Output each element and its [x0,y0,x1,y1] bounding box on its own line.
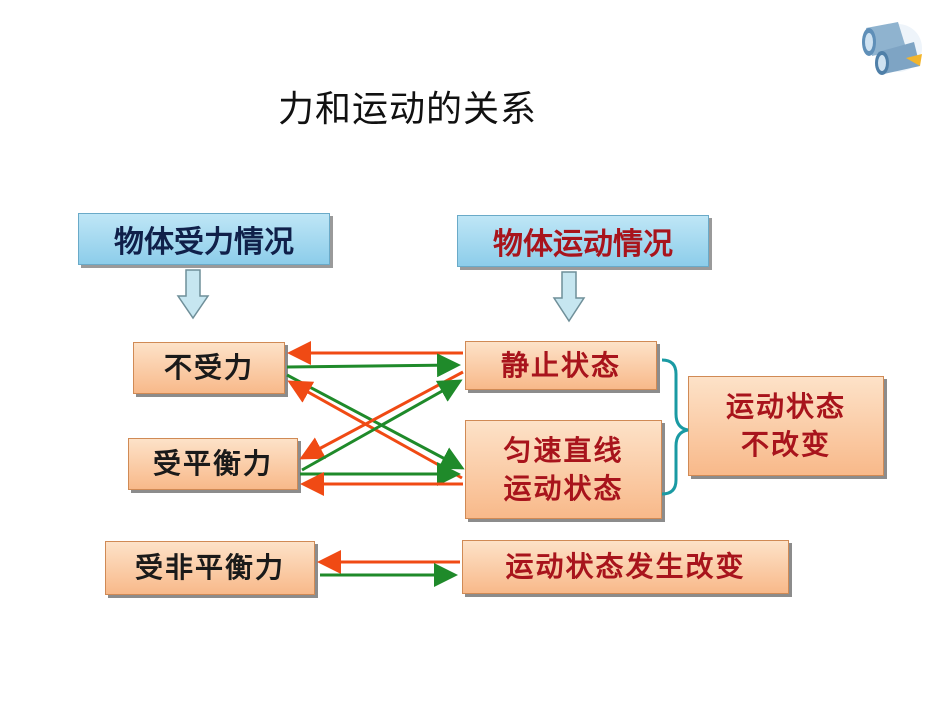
no-force-box: 不受力 [133,342,285,394]
arrow-no-force-to-rest [286,353,461,378]
rest-state-label: 静止状态 [500,348,621,382]
unbalanced-force-label: 受非平衡力 [134,551,285,585]
arrow-balanced-to-rest [301,379,463,472]
motion-unchanged-label-line2: 不改变 [740,428,831,461]
balanced-force-label: 受平衡力 [152,447,273,481]
page-title: 力和运动的关系 [278,89,538,130]
motion-changed-label: 运动状态发生改变 [505,550,746,584]
binoculars-icon [862,22,922,75]
down-arrow-motion [552,271,586,323]
balanced-force-box: 受平衡力 [128,438,298,490]
force-condition-header: 物体受力情况 [78,213,330,265]
motion-condition-header: 物体运动情况 [457,215,709,267]
rest-state-box: 静止状态 [465,341,657,390]
no-force-label: 不受力 [163,351,254,385]
motion-unchanged-label-line1: 运动状态 [725,390,846,424]
down-arrow-force [176,269,210,320]
uniform-motion-label-line1: 匀速直线 [503,433,624,467]
arrow-rest-to-balanced [299,370,464,460]
force-condition-header-label: 物体受力情况 [114,225,294,260]
motion-condition-header-label: 物体运动情况 [493,227,673,262]
arrow-no-force-to-uniform [286,373,465,470]
motion-unchanged-box: 运动状态 不改变 [688,376,884,476]
unbalanced-force-box: 受非平衡力 [105,541,315,595]
motion-changed-box: 运动状态发生改变 [462,540,789,594]
uniform-motion-box: 匀速直线 运动状态 [465,420,662,519]
curly-bracket [661,358,689,496]
uniform-motion-label-line2: 运动状态 [503,471,624,505]
